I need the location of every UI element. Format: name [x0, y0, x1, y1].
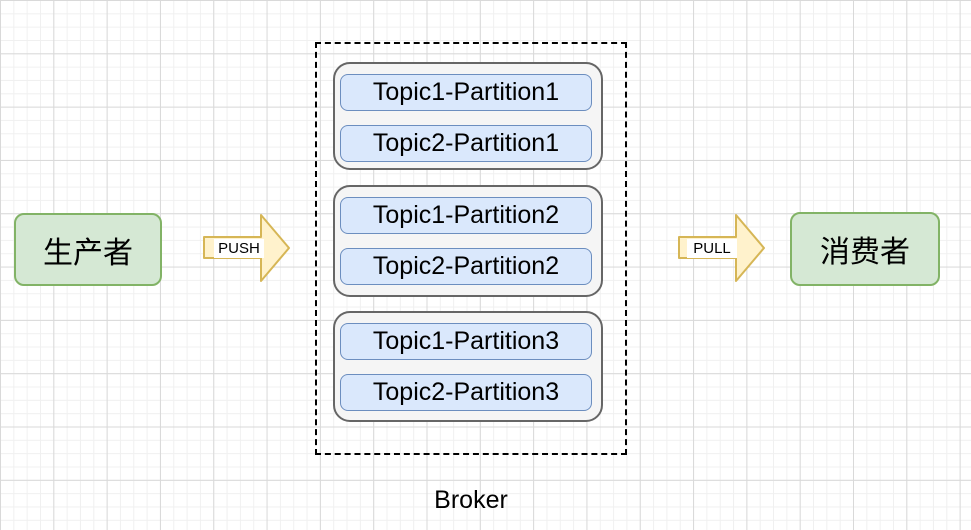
- partition-node[interactable]: Topic2-Partition3: [340, 374, 592, 411]
- partition-label: Topic2-Partition2: [372, 252, 560, 280]
- pull-arrow-label: PULL: [687, 239, 737, 258]
- consumer-node[interactable]: 消费者: [790, 212, 940, 286]
- partition-label: Topic1-Partition3: [372, 327, 560, 355]
- partition-group-1[interactable]: Topic1-Partition1 Topic2-Partition1: [333, 62, 603, 170]
- partition-node[interactable]: Topic1-Partition1: [340, 74, 592, 111]
- partition-label: Topic1-Partition2: [372, 201, 560, 229]
- partition-node[interactable]: Topic1-Partition2: [340, 197, 592, 234]
- push-arrow-label: PUSH: [214, 239, 264, 258]
- partition-group-3[interactable]: Topic1-Partition3 Topic2-Partition3: [333, 311, 603, 422]
- producer-label: 生产者: [43, 236, 133, 270]
- partition-label: Topic2-Partition3: [372, 378, 560, 406]
- partition-label: Topic2-Partition1: [372, 129, 560, 157]
- partition-node[interactable]: Topic1-Partition3: [340, 323, 592, 360]
- partition-node[interactable]: Topic2-Partition2: [340, 248, 592, 285]
- partition-node[interactable]: Topic2-Partition1: [340, 125, 592, 162]
- partition-label: Topic1-Partition1: [372, 78, 560, 106]
- partition-group-2[interactable]: Topic1-Partition2 Topic2-Partition2: [333, 185, 603, 297]
- consumer-label: 消费者: [820, 236, 910, 269]
- broker-boundary[interactable]: [315, 42, 627, 455]
- producer-node[interactable]: 生产者: [14, 213, 162, 286]
- broker-label: Broker: [434, 486, 508, 514]
